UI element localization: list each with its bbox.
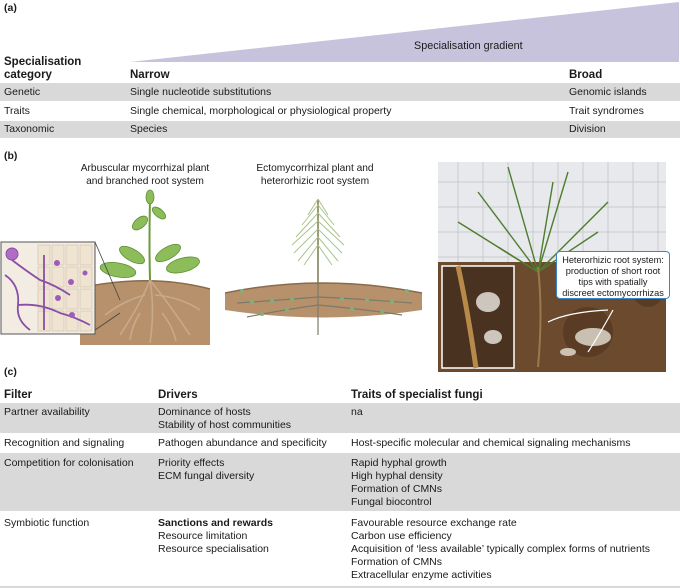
trait-text: Extracellular enzyme activities [351, 569, 492, 581]
trait-text: Fungal biocontrol [351, 496, 432, 508]
callout-line4: discreet ectomycorrhizas [562, 288, 664, 298]
row-genetic-broad: Genomic islands [569, 86, 647, 98]
trait-text: na [351, 406, 363, 418]
driver-text: Priority effects [158, 457, 225, 469]
driver-text: Pathogen abundance and specificity [158, 437, 327, 449]
driver-text: Dominance of hosts [158, 406, 251, 418]
trait-text: Rapid hyphal growth [351, 457, 447, 469]
callout-line1: Heterorhizic root system: [562, 255, 664, 265]
row-genetic-narrow: Single nucleotide substitutions [130, 86, 272, 98]
filter-recognition-signaling: Recognition and signaling [4, 437, 125, 449]
driver-text: Resource specialisation [158, 543, 269, 555]
heterorhizic-callout: Heterorhizic root system: production of … [556, 251, 670, 299]
caption-am-line1: Arbuscular mycorrhizal plant [80, 163, 210, 174]
filter-partner-availability: Partner availability [4, 406, 90, 418]
driver-text: Stability of host communities [158, 419, 292, 431]
trait-text: High hyphal density [351, 470, 443, 482]
header-category-line2: category [4, 69, 52, 81]
ecm-plant-illustration [224, 198, 423, 335]
header-filter: Filter [4, 389, 33, 401]
header-broad: Broad [569, 69, 603, 81]
table-c-row-bg [0, 586, 680, 588]
trait-text: Favourable resource exchange rate [351, 517, 517, 529]
row-taxonomic-broad: Division [569, 123, 606, 135]
filter-symbiotic-function: Symbiotic function [4, 517, 90, 529]
panel-b-label: (b) [4, 150, 18, 162]
table-a-row-bg [0, 83, 680, 101]
row-genetic-category: Genetic [4, 86, 41, 98]
panel-a-label: (a) [4, 2, 17, 14]
header-traits: Traits of specialist fungi [351, 389, 483, 401]
table-c-row-bg [0, 453, 680, 511]
driver-text-bold: Sanctions and rewards [158, 517, 273, 529]
trait-text: Formation of CMNs [351, 483, 443, 495]
driver-text: Resource limitation [158, 530, 248, 542]
header-drivers: Drivers [158, 389, 198, 401]
callout-line3: tips with spatially [578, 277, 648, 287]
table-c-row-bg [0, 403, 680, 433]
specialisation-gradient-wedge [130, 2, 679, 62]
driver-text: ECM fungal diversity [158, 470, 255, 482]
trait-text: Formation of CMNs [351, 556, 443, 568]
table-a-row-bg [0, 121, 680, 138]
trait-text: Host-specific molecular and chemical sig… [351, 437, 631, 449]
row-taxonomic-narrow: Species [130, 123, 168, 135]
header-narrow: Narrow [130, 69, 170, 81]
row-traits-category: Traits [4, 105, 30, 117]
callout-line2: production of short root [565, 266, 661, 276]
filter-competition-colonisation: Competition for colonisation [4, 457, 134, 469]
am-plant-illustration [0, 189, 211, 345]
row-traits-broad: Trait syndromes [569, 105, 644, 117]
trait-text: Carbon use efficiency [351, 530, 452, 542]
row-traits-narrow: Single chemical, morphological or physio… [130, 105, 392, 117]
trait-text: Acquisition of ‘less available’ typicall… [351, 543, 650, 555]
caption-ecm-line1: Ectomycorrhizal plant and [256, 163, 374, 174]
row-taxonomic-category: Taxonomic [4, 123, 55, 135]
caption-ecm-line2: heterorhizic root system [260, 176, 370, 187]
caption-am-line2: and branched root system [86, 176, 204, 187]
header-category-line1: Specialisation [4, 56, 82, 68]
gradient-label: Specialisation gradient [414, 40, 523, 52]
panel-c-label: (c) [4, 366, 17, 378]
